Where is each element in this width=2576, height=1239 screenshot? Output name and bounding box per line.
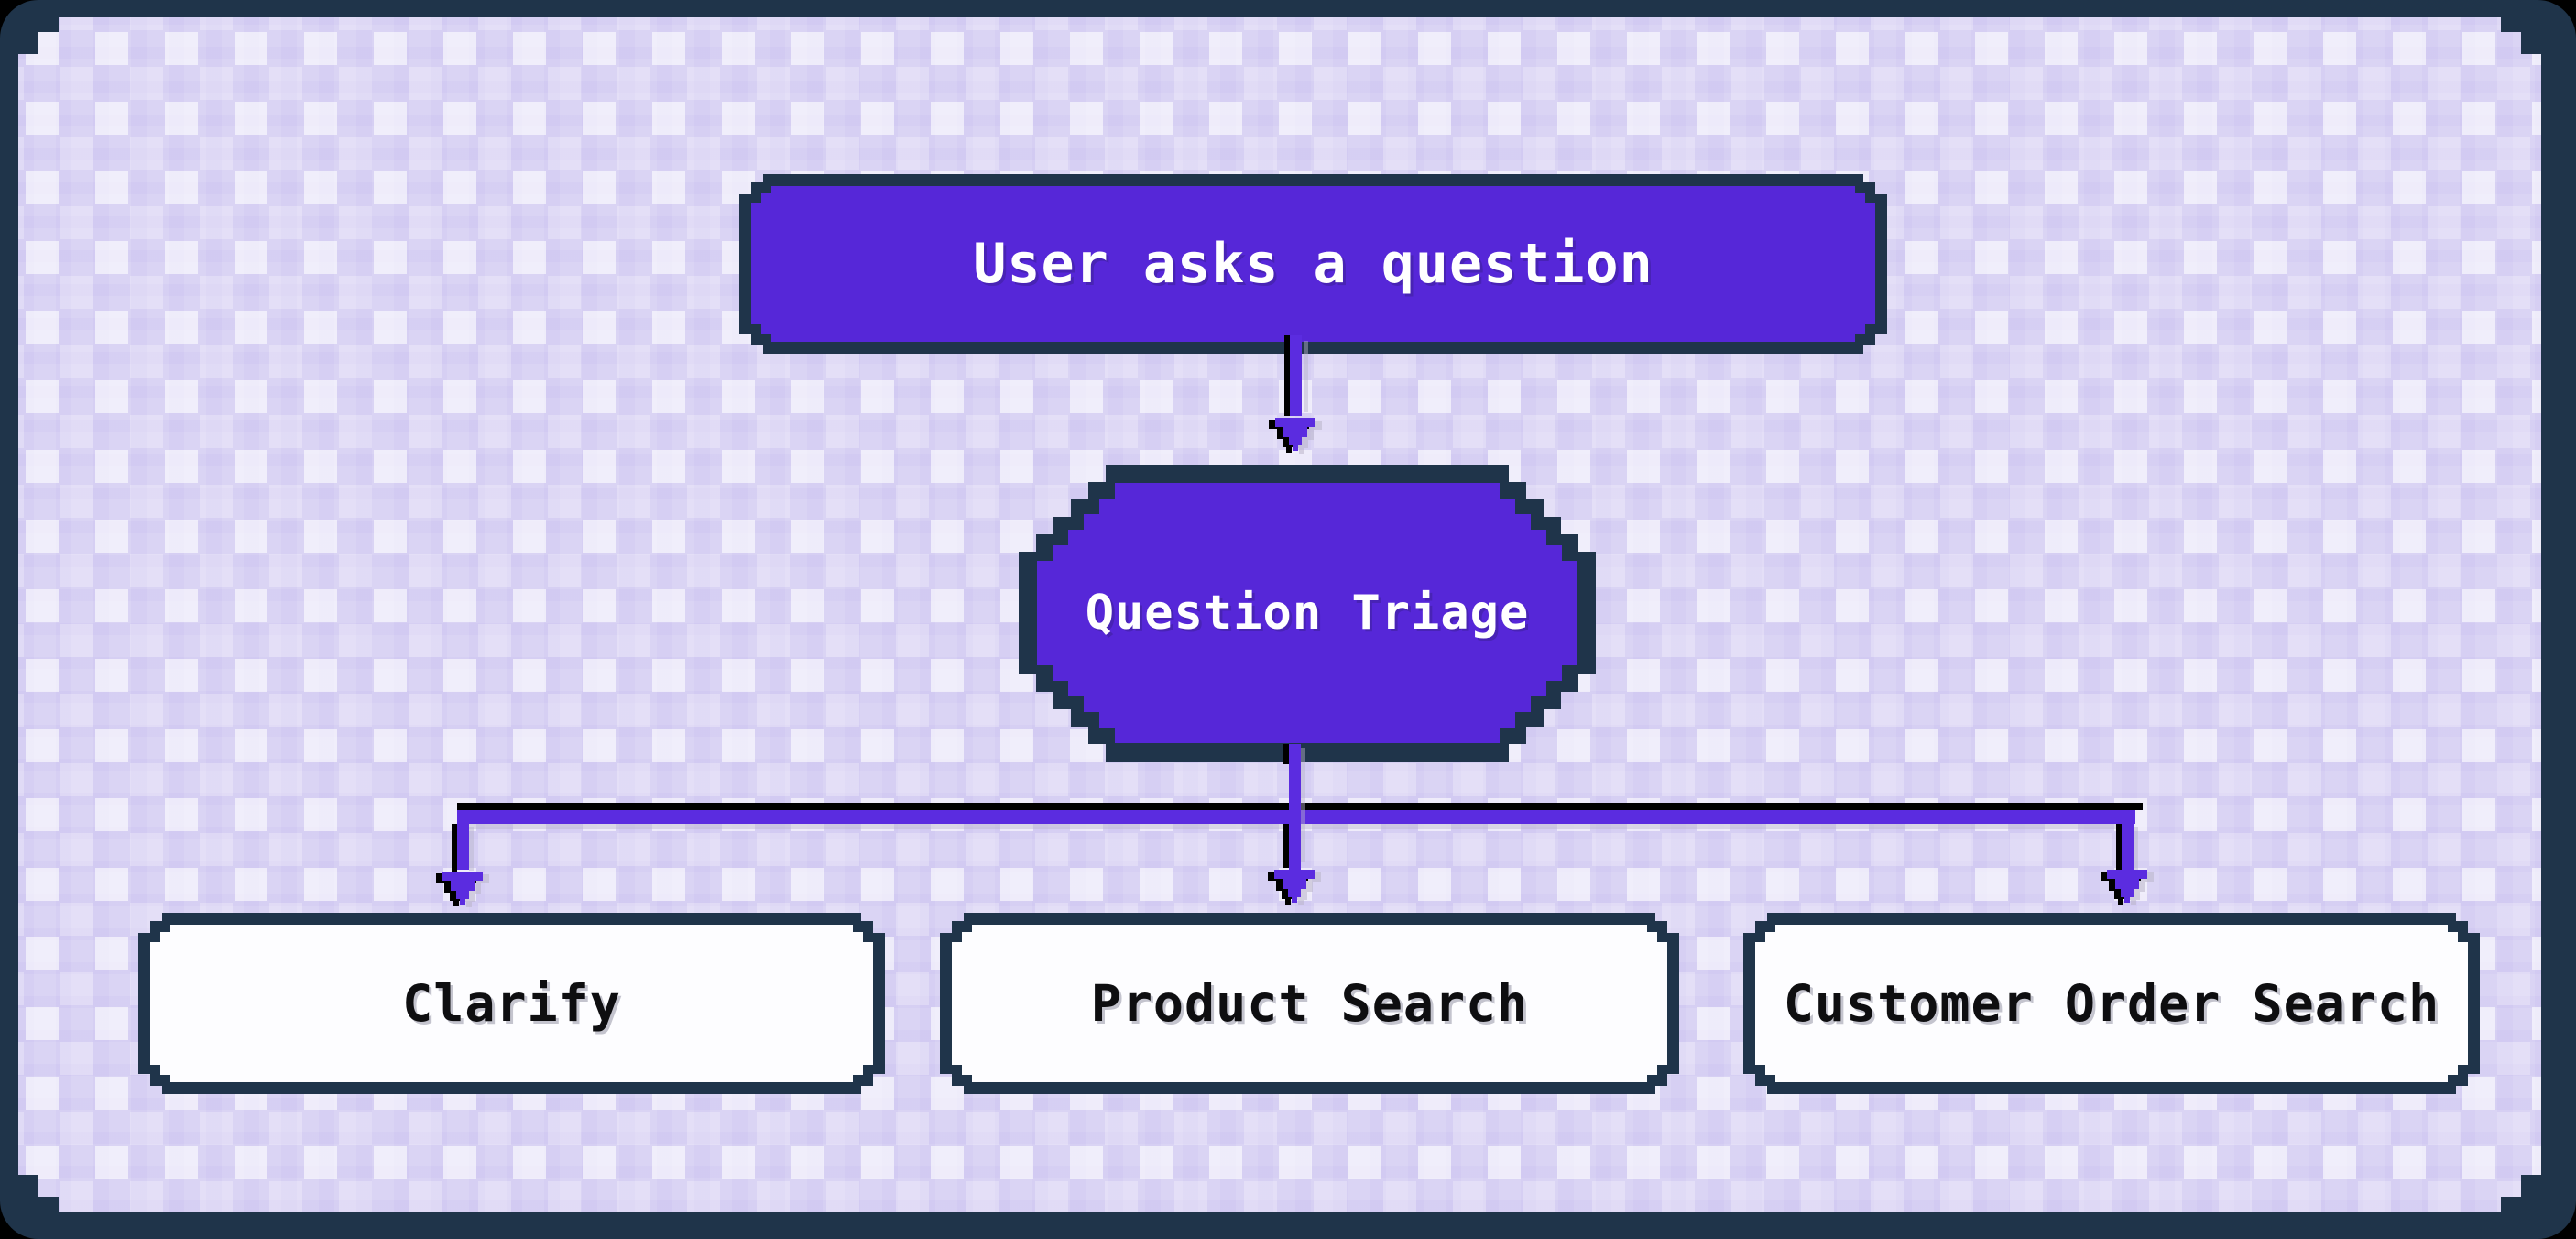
node-question-triage: Question Triage	[1019, 465, 1596, 762]
node-clarify-body: Clarify	[150, 925, 873, 1082]
node-question-triage-label: Question Triage	[1085, 586, 1530, 641]
node-product-search-label: Product Search	[1090, 974, 1529, 1033]
octagon-shape	[1019, 465, 1596, 762]
node-product-search: Product Search	[940, 913, 1679, 1094]
node-customer-order-search-label: Customer Order Search	[1783, 974, 2440, 1033]
diagram-canvas: User asks a question Question Triage Cla…	[18, 17, 2541, 1212]
node-customer-order-search: Customer Order Search	[1743, 913, 2480, 1094]
node-user-question-label: User asks a question	[973, 232, 1654, 296]
node-clarify: Clarify	[138, 913, 885, 1094]
node-customer-order-search-body: Customer Order Search	[1755, 925, 2468, 1082]
node-clarify-label: Clarify	[402, 974, 621, 1033]
node-user-question-body: User asks a question	[751, 186, 1875, 342]
node-product-search-body: Product Search	[952, 925, 1667, 1082]
node-user-question: User asks a question	[739, 174, 1887, 354]
